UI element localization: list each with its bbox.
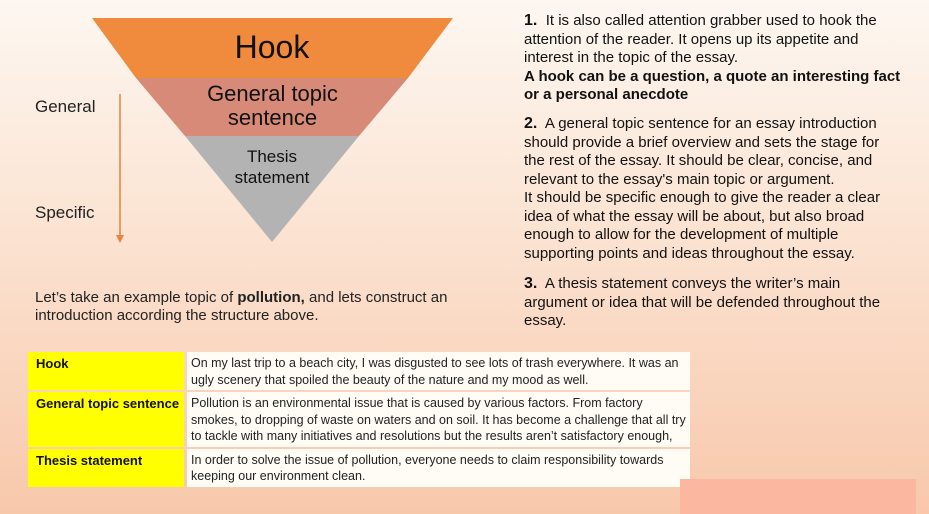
row-text: In order to solve the issue of pollution…	[187, 448, 690, 487]
row-label: Hook	[28, 352, 184, 390]
point-number: 1.	[524, 12, 538, 29]
point-text: A general topic sentence for an essay in…	[524, 115, 880, 188]
general-label: General	[35, 97, 96, 116]
row-label: Thesis statement	[28, 448, 184, 487]
point-number: 3.	[524, 275, 538, 292]
hook-examples-text: A hook can be a question, a quote an int…	[524, 67, 901, 104]
hook-explanation: 1. It is also called attention grabber u…	[524, 12, 904, 105]
table-row: Hook On my last trip to a beach city, I …	[28, 352, 690, 390]
row-text: Pollution is an environmental issue that…	[187, 392, 690, 447]
funnel-hook-label: Hook	[234, 29, 310, 65]
thesis-explanation: 3. A thesis statement conveys the writer…	[524, 275, 904, 331]
row-text: On my last trip to a beach city, I was d…	[187, 352, 690, 390]
point-text: It is also called attention grabber used…	[524, 12, 877, 66]
funnel-thesis-section	[185, 136, 359, 242]
point-text: A thesis statement conveys the writer’s …	[524, 275, 881, 329]
funnel-general-topic-section	[136, 78, 408, 136]
arrow-head-icon	[116, 235, 124, 243]
point-text-continued: It should be specific enough to give the…	[524, 189, 881, 262]
table-row: Thesis statement In order to solve the i…	[28, 448, 690, 487]
intro-text-before: Let’s take an example topic of	[35, 289, 238, 306]
example-table: Hook On my last trip to a beach city, I …	[28, 352, 690, 487]
funnel-general-topic-label: General topic sentence	[207, 81, 338, 130]
intro-text-after: and lets construct an introduction accor…	[35, 289, 448, 324]
funnel-thesis-label: Thesis statement	[234, 147, 310, 187]
funnel-hook-section	[92, 18, 453, 78]
table-row: General topic sentence Pollution is an e…	[28, 392, 690, 447]
row-label: General topic sentence	[28, 392, 184, 447]
specific-label: Specific	[35, 203, 95, 222]
intro-topic: pollution,	[237, 289, 305, 306]
decorative-box	[680, 479, 916, 514]
general-topic-explanation: 2. A general topic sentence for an essay…	[524, 115, 904, 263]
point-number: 2.	[524, 115, 538, 132]
example-intro-text: Let’s take an example topic of pollution…	[35, 289, 465, 325]
